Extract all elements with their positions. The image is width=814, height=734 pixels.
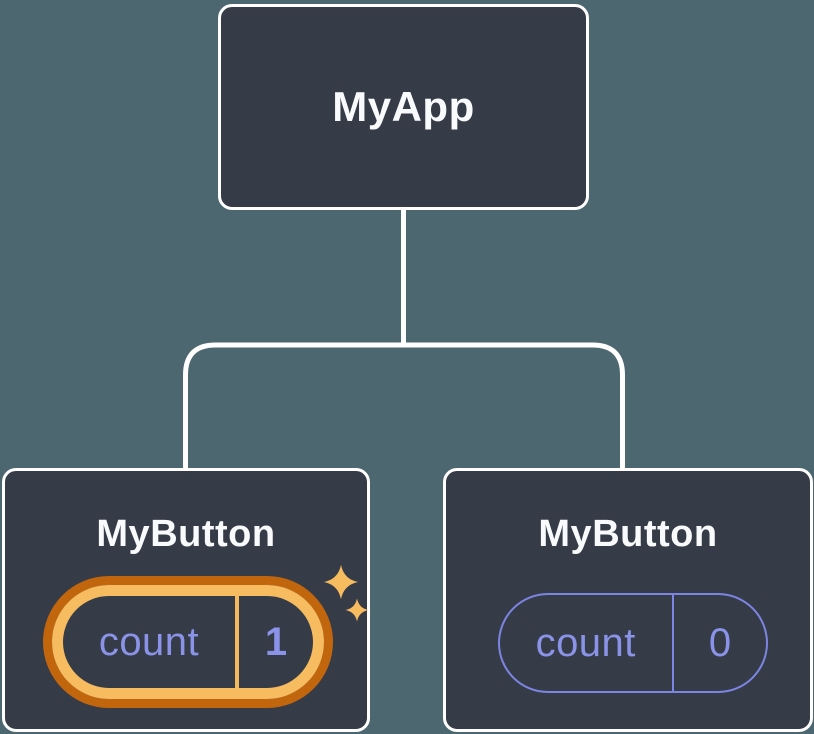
state-pill: count 0: [498, 593, 768, 693]
connector-branches: [183, 342, 625, 470]
node-mybutton-1-label: MyButton: [96, 513, 276, 555]
state-name: count: [98, 619, 200, 664]
state-value: 0: [708, 620, 732, 665]
state-name: count: [535, 620, 636, 665]
state-value: 1: [264, 619, 288, 664]
node-mybutton-2: MyButton count 0: [443, 468, 813, 732]
sparkle-icon: [323, 564, 359, 600]
node-mybutton-1: MyButton count 1: [2, 468, 370, 732]
sparkle-icon: [345, 598, 369, 622]
state-pill-highlighted: count 1: [52, 585, 324, 699]
node-myapp: MyApp: [218, 4, 589, 210]
node-myapp-label: MyApp: [332, 83, 475, 130]
node-mybutton-2-label: MyButton: [538, 513, 718, 555]
pill-divider: [235, 596, 239, 688]
pill-divider: [671, 595, 674, 691]
